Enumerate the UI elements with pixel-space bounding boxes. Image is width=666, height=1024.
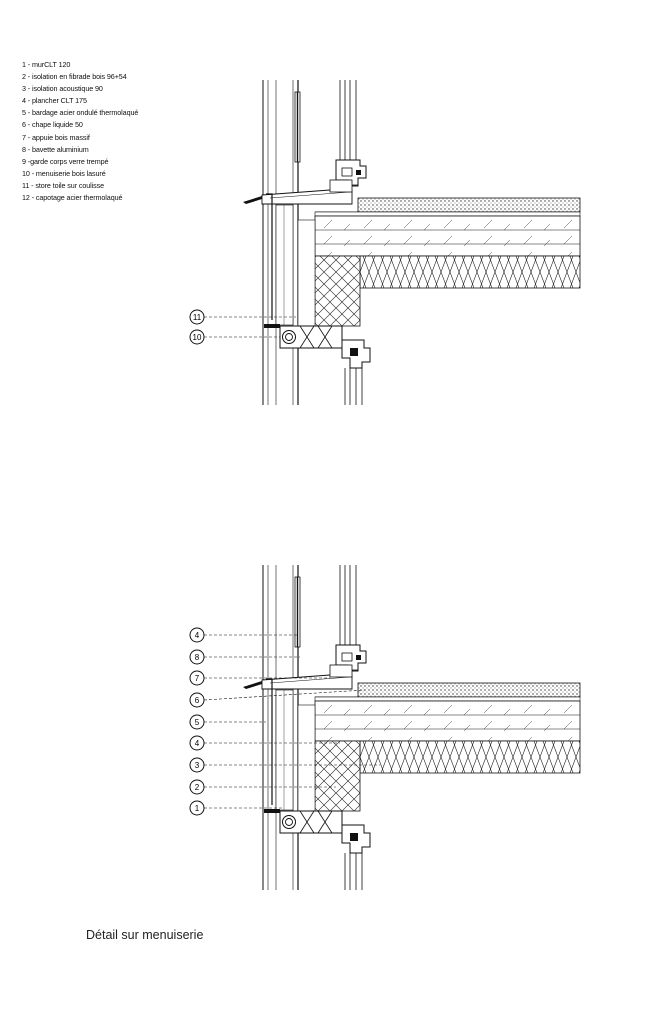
callout-label: 6 bbox=[195, 696, 200, 705]
callout-label: 7 bbox=[195, 674, 200, 683]
callout-label: 10 bbox=[193, 333, 202, 342]
legend-list: 1 - murCLT 120 2 - isolation en fibrade … bbox=[22, 59, 138, 204]
callout-label: 2 bbox=[195, 783, 200, 792]
legend-item: 8 - bavette aluminium bbox=[22, 144, 89, 154]
callout-label: 8 bbox=[195, 653, 200, 662]
callout-label: 4 bbox=[195, 739, 200, 748]
legend-item: 6 - chape liquide 50 bbox=[22, 120, 83, 130]
callout-10: 10 bbox=[189, 329, 280, 345]
legend-item: 9 -garde corps verre trempé bbox=[22, 156, 109, 166]
callout-11: 11 bbox=[189, 309, 296, 325]
legend-item: 1 - murCLT 120 bbox=[22, 60, 71, 69]
callout-5: 5 bbox=[189, 714, 266, 730]
callout-label: 11 bbox=[193, 313, 202, 322]
callout-1: 1 bbox=[189, 800, 284, 816]
legend-item: 10 - menuiserie bois lasuré bbox=[22, 168, 106, 178]
legend-item: 2 - isolation en fibrade bois 96+54 bbox=[22, 72, 127, 82]
legend-item: 7 - appuie bois massif bbox=[22, 132, 90, 142]
callout-2: 2 bbox=[189, 779, 336, 795]
callout-7: 7 bbox=[189, 670, 330, 686]
callout-4-lower: 4 bbox=[189, 735, 340, 751]
callout-label: 5 bbox=[195, 718, 200, 727]
detail-top bbox=[242, 79, 581, 406]
drawing-caption: Détail sur menuiserie bbox=[86, 928, 204, 942]
callout-8: 8 bbox=[189, 649, 300, 665]
legend-item: 3 - isolation acoustique 90 bbox=[22, 84, 103, 94]
legend-item: 5 - bardage acier ondulé thermolaqué bbox=[22, 108, 139, 118]
callout-3: 3 bbox=[189, 757, 380, 773]
detail-bottom bbox=[242, 564, 581, 891]
legend-item: 12 - capotage acier thermolaqué bbox=[22, 193, 123, 203]
callout-label: 1 bbox=[195, 804, 200, 813]
legend-item: 11 - store toile sur coulisse bbox=[22, 180, 105, 190]
callout-label: 3 bbox=[195, 761, 200, 770]
callout-4-upper: 4 bbox=[189, 627, 298, 643]
callout-label: 4 bbox=[195, 631, 200, 640]
legend-item: 4 - plancher CLT 175 bbox=[22, 96, 87, 106]
callout-6: 6 bbox=[189, 689, 366, 708]
